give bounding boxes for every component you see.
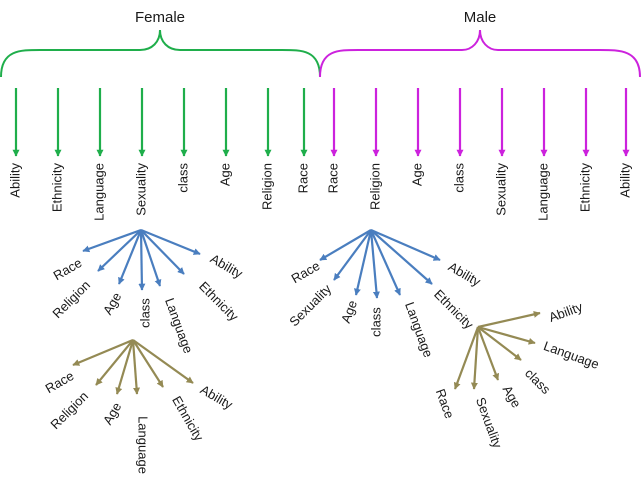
- male-ethnicity-label-age: Age: [500, 383, 525, 411]
- male-religion-arrow-age: [354, 229, 373, 296]
- male-religion-label-ability: Ability: [446, 259, 484, 290]
- male-religion-arrow-class: [369, 229, 380, 299]
- male-ethnicity-label-ability: Ability: [547, 299, 585, 325]
- male-label-sexuality: Sexuality: [493, 163, 508, 216]
- male-heading: Male: [464, 9, 497, 26]
- male-religion-arrow-ability: [370, 228, 441, 262]
- male-ethnicity-label-sexuality: Sexuality: [473, 395, 505, 450]
- female-class-label-race: Race: [43, 368, 77, 396]
- male-religion-label-age: Age: [338, 298, 360, 325]
- male-ethnicity-label-race: Race: [433, 387, 457, 421]
- male-ethnicity-arrow-race: [453, 326, 480, 390]
- female-class-arrow-language: [131, 339, 141, 395]
- female-sexuality-arrow-ethnicity: [140, 229, 185, 275]
- male-label-age: Age: [409, 163, 424, 186]
- male-religion-arrow-sexuality: [333, 229, 372, 281]
- male-ethnicity-label-class: class: [522, 365, 554, 397]
- female-sexuality-arrow-race: [82, 228, 142, 253]
- male-label-language: Language: [535, 163, 550, 221]
- male-religion-label-sexuality: Sexuality: [286, 281, 334, 329]
- male-label-ability: Ability: [617, 163, 632, 198]
- female-label-ability: Ability: [7, 163, 22, 198]
- arrows-layer: [12, 88, 630, 395]
- female-sexuality-label-class: class: [137, 298, 152, 328]
- male-label-class: class: [451, 163, 466, 193]
- male-ethnicity-arrow-age: [476, 326, 500, 381]
- female-sexuality-arrow-ability: [140, 228, 201, 256]
- male-brace: [319, 29, 641, 78]
- male-religion-label-language: Language: [402, 300, 436, 359]
- female-sexuality-label-race: Race: [51, 255, 85, 283]
- female-label-age: Age: [217, 163, 232, 186]
- female-class-label-age: Age: [100, 400, 125, 428]
- male-label-ethnicity: Ethnicity: [577, 163, 592, 213]
- male-label-race: Race: [325, 163, 340, 193]
- male-ethnicity-arrow-class: [477, 326, 522, 361]
- female-sexuality-label-ethnicity: Ethnicity: [196, 279, 242, 325]
- female-label-class: class: [175, 163, 190, 193]
- female-class-arrow-race: [72, 338, 134, 367]
- female-class-label-ability: Ability: [198, 382, 236, 413]
- female-sexuality-arrow-language: [139, 229, 162, 287]
- male-religion-arrow-language: [369, 229, 402, 296]
- female-class-arrow-ability: [132, 339, 194, 384]
- male-religion-arrow-ethnicity: [370, 229, 433, 285]
- male-ethnicity-arrow-ability: [477, 310, 541, 329]
- female-label-sexuality: Sexuality: [133, 163, 148, 216]
- male-religion-label-race: Race: [289, 258, 323, 286]
- male-religion-label-class: class: [368, 307, 383, 337]
- female-sexuality-label-ability: Ability: [208, 251, 246, 282]
- female-label-language: Language: [91, 163, 106, 221]
- male-ethnicity-arrow-language: [477, 325, 536, 345]
- female-sexuality-label-religion: Religion: [49, 277, 93, 321]
- female-label-religion: Religion: [259, 163, 274, 210]
- female-class-arrow-age: [115, 339, 135, 395]
- female-class-label-language: Language: [136, 416, 151, 474]
- female-sexuality-arrow-class: [138, 229, 146, 291]
- female-class-label-ethnicity: Ethnicity: [169, 393, 207, 443]
- male-religion-arrow-race: [319, 229, 372, 261]
- female-sexuality-label-language: Language: [162, 296, 196, 355]
- female-label-ethnicity: Ethnicity: [49, 163, 64, 213]
- male-label-religion: Religion: [367, 163, 382, 210]
- female-label-race: Race: [295, 163, 310, 193]
- female-sexuality-label-age: Age: [100, 290, 125, 318]
- female-brace: [0, 29, 321, 78]
- female-class-arrow-ethnicity: [132, 339, 164, 388]
- female-class-arrow-religion: [95, 339, 134, 386]
- male-ethnicity-arrow-sexuality: [470, 326, 480, 390]
- male-religion-label-ethnicity: Ethnicity: [431, 287, 477, 333]
- female-sexuality-arrow-religion: [97, 229, 142, 272]
- female-sexuality-arrow-age: [117, 229, 143, 285]
- male-ethnicity-label-language: Language: [542, 338, 601, 372]
- female-heading: Female: [135, 9, 185, 26]
- female-class-label-religion: Religion: [47, 388, 91, 432]
